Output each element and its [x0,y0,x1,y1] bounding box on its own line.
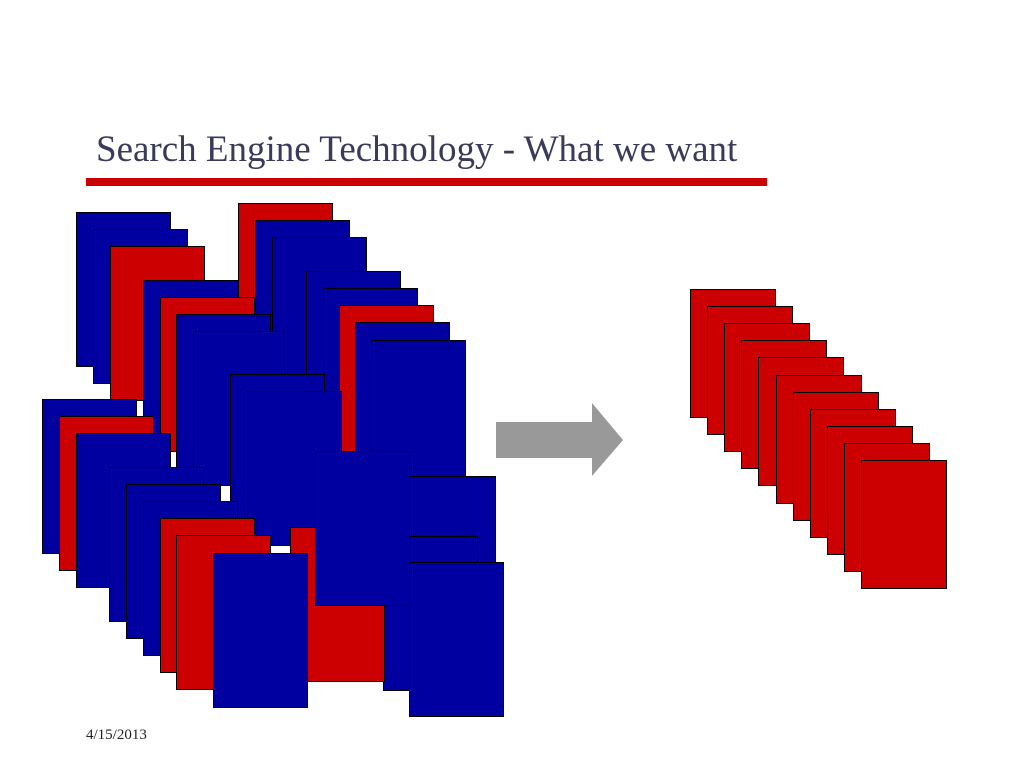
slide-title: Search Engine Technology - What we want [96,129,738,170]
relevant-document-card [861,460,947,589]
title-underline [86,178,767,186]
slide-date: 4/15/2013 [86,727,147,743]
document-card-blue [213,553,308,708]
document-card-blue [315,451,410,606]
right-arrow-icon [496,403,623,476]
document-card-blue [409,562,504,717]
